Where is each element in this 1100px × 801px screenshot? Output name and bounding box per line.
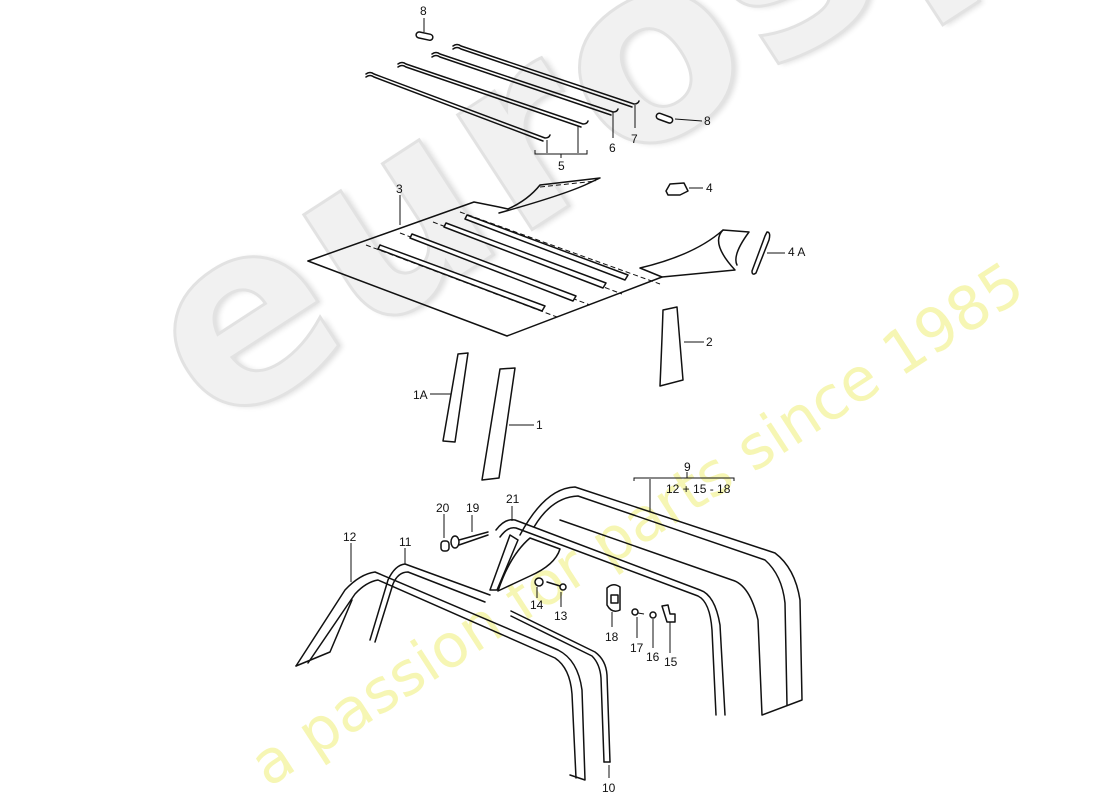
callout-13: 13: [554, 609, 568, 623]
callout-19: 19: [466, 501, 480, 515]
callout-17: 17: [630, 641, 644, 655]
strip-4A: [751, 231, 785, 275]
strip-10: [510, 610, 611, 778]
roof-panel-3: [307, 177, 750, 337]
callout-8-top: 8: [420, 4, 427, 18]
callout-12: 12: [343, 530, 357, 544]
callout-2: 2: [706, 335, 713, 349]
rear-glass-piece: [497, 537, 561, 592]
callout-9: 9: [684, 460, 691, 474]
callout-9-contents: 12 + 15 - 18: [666, 482, 731, 496]
callout-21: 21: [506, 492, 520, 506]
screw-13: [546, 581, 567, 607]
callout-4: 4: [706, 181, 713, 195]
washer-16: [649, 611, 657, 648]
callout-1A: 1A: [413, 388, 428, 402]
screw-19: [450, 515, 489, 549]
bracket-4: [665, 182, 703, 196]
bow-rods: [365, 43, 640, 158]
callout-7: 7: [631, 132, 638, 146]
callout-8-right: 8: [704, 114, 711, 128]
cap-20: [440, 514, 450, 552]
screw-17: [631, 608, 645, 638]
pin-8-top: [415, 18, 434, 41]
catch-18: [606, 584, 621, 627]
washer-14: [534, 577, 544, 598]
side-panel-1A: [430, 352, 469, 443]
callout-9-bracket: [633, 472, 735, 512]
callout-1: 1: [536, 418, 543, 432]
callout-16: 16: [646, 650, 660, 664]
callout-14: 14: [530, 598, 544, 612]
callout-15: 15: [664, 655, 678, 669]
callout-10: 10: [602, 781, 616, 795]
callout-11: 11: [399, 535, 412, 549]
callout-3: 3: [396, 182, 403, 196]
side-panel-2: [659, 306, 704, 387]
side-panel-1: [481, 367, 534, 481]
frame-12: [295, 543, 586, 781]
callout-20: 20: [436, 501, 450, 515]
frame-outer-right: [519, 486, 803, 716]
callout-5: 5: [558, 159, 565, 173]
callout-18: 18: [605, 630, 619, 644]
callout-4A: 4 A: [788, 245, 806, 259]
pin-8-right: [655, 112, 703, 124]
callout-6: 6: [609, 141, 616, 155]
frame-21: [489, 506, 726, 716]
frame-11: [369, 548, 491, 643]
clip-15: [661, 604, 676, 653]
